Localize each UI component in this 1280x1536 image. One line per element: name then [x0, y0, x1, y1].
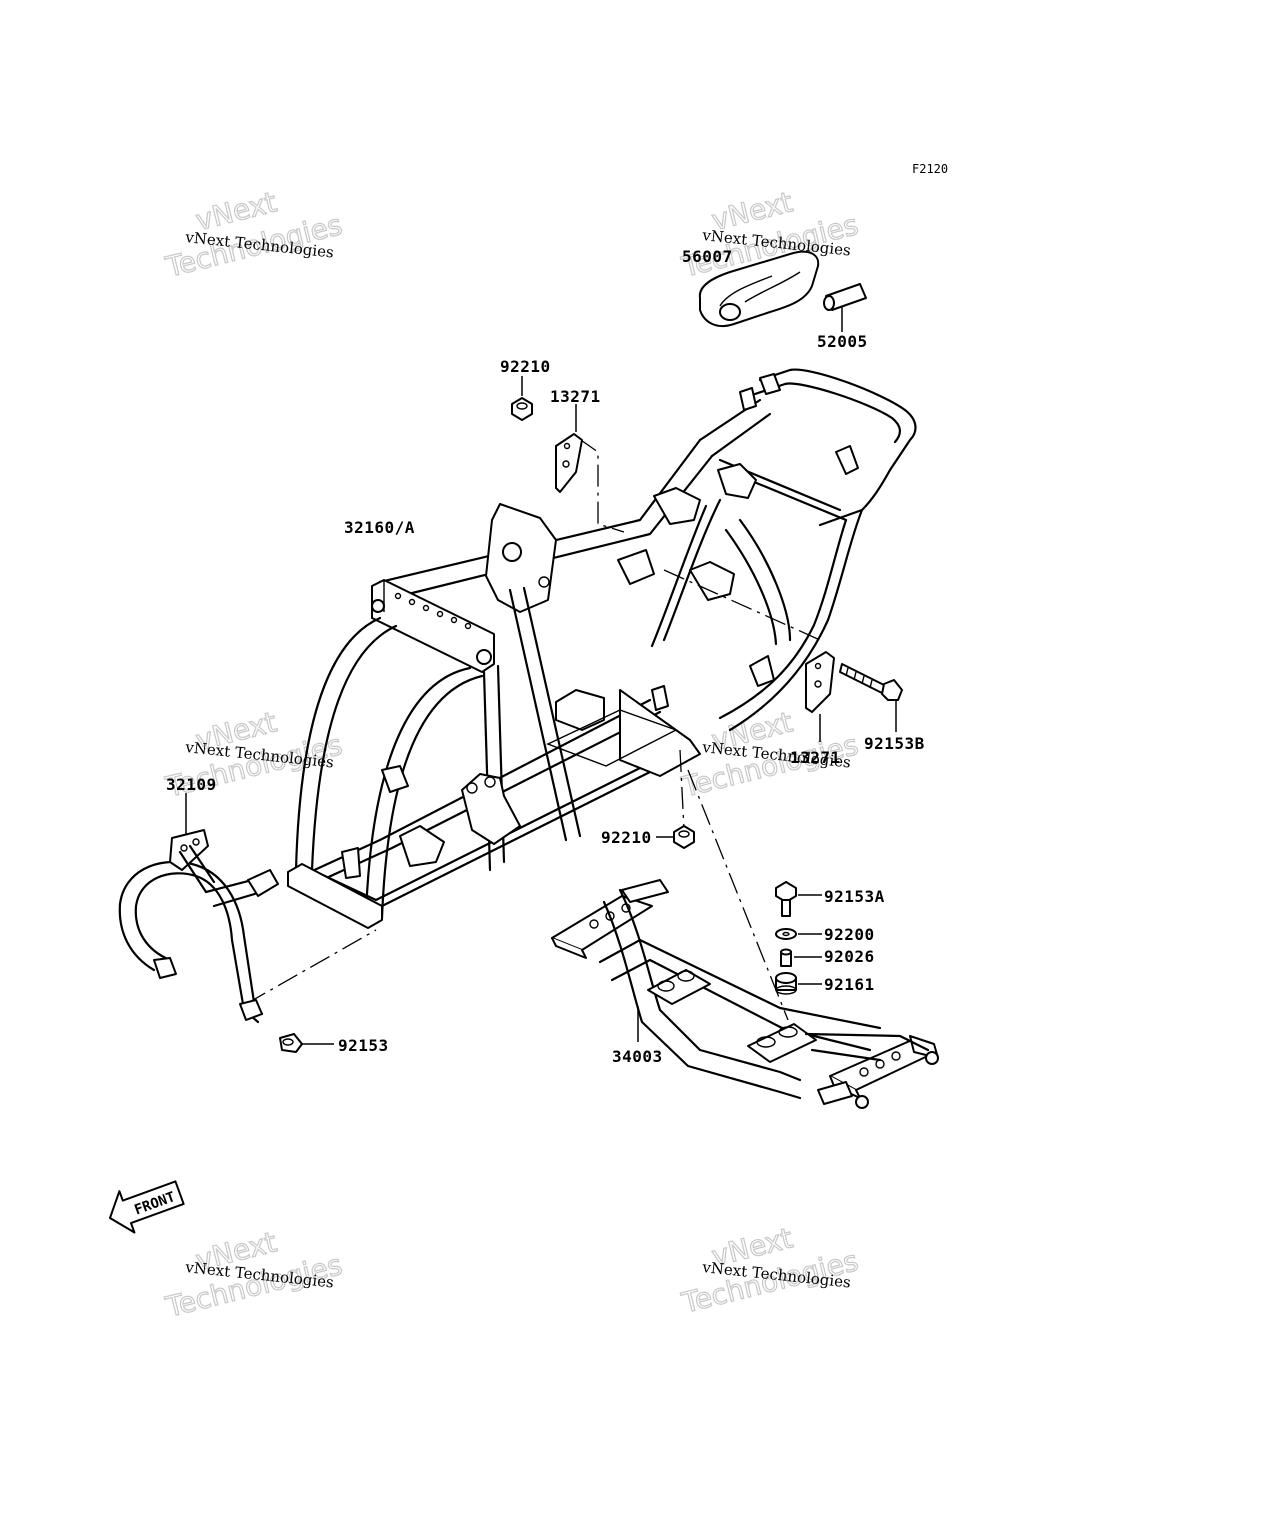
pipe-part — [823, 283, 867, 311]
part-label-52005[interactable]: 52005 — [817, 332, 868, 351]
main-frame-part — [287, 368, 917, 929]
watermark-top-left: vNext Technologies — [161, 185, 346, 285]
part-label-92153A[interactable]: 92153A — [824, 887, 885, 906]
part-label-92026[interactable]: 92026 — [824, 947, 875, 966]
subframe-part — [551, 879, 939, 1109]
bolt-A-part — [775, 881, 797, 917]
part-label-32160-A[interactable]: 32160/A — [344, 518, 415, 537]
bracket-right-part — [805, 651, 835, 713]
part-label-92161[interactable]: 92161 — [824, 975, 875, 994]
part-label-13271-top[interactable]: 13271 — [550, 387, 601, 406]
front-direction-arrow: FRONT — [109, 1180, 185, 1234]
part-label-92210-bottom[interactable]: 92210 — [601, 828, 652, 847]
part-label-13271-right[interactable]: 13271 — [790, 748, 841, 767]
nut-bottom-part — [673, 825, 695, 849]
part-label-92200[interactable]: 92200 — [824, 925, 875, 944]
part-label-92153[interactable]: 92153 — [338, 1036, 389, 1055]
part-label-32109[interactable]: 32109 — [166, 775, 217, 794]
part-label-92153B[interactable]: 92153B — [864, 734, 925, 753]
seat-pad-part — [698, 250, 820, 328]
front-bumper-part — [118, 829, 279, 1024]
bolt-front-part — [279, 1033, 303, 1053]
collar-part — [780, 948, 792, 967]
part-label-92210-top[interactable]: 92210 — [500, 357, 551, 376]
nut-top-part — [511, 397, 533, 421]
part-label-56007[interactable]: 56007 — [682, 247, 733, 266]
washer-part — [775, 928, 797, 940]
part-label-34003[interactable]: 34003 — [612, 1047, 663, 1066]
bracket-top-part — [555, 433, 583, 493]
bolt-B-part — [839, 663, 903, 701]
grommet-part — [775, 972, 797, 995]
diagram-code: F2120 — [912, 162, 948, 176]
